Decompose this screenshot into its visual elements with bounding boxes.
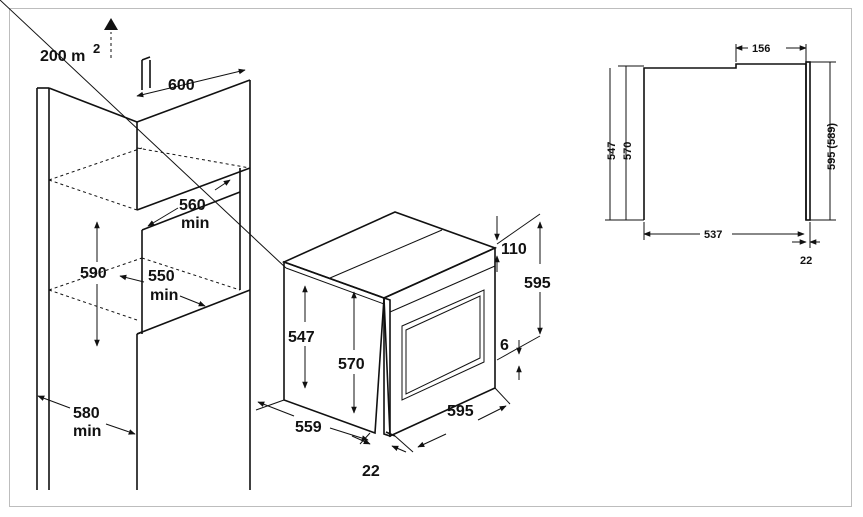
side-front-label: 22 [800,255,812,267]
total-height-label: 595 [524,275,551,292]
oven-h-inner-label: 547 [288,329,315,346]
side-total-label: 595 (589) [826,123,838,170]
oven-width-label: 595 [447,403,474,420]
min-width-sub: min [150,287,178,304]
side-h1-label: 547 [606,142,618,160]
cabinet-min-sub: min [73,423,101,440]
diagram-frame [9,8,852,507]
cabinet-min-label: 580 [73,405,100,422]
oven-depth-label: 559 [295,419,322,436]
cutout-height-label: 590 [80,265,107,282]
front-thick-label: 22 [362,463,380,480]
min-depth-sub: min [181,215,209,232]
side-view [605,44,836,248]
min-width-label: 550 [148,268,175,285]
oven-h-outer-label: 570 [338,356,365,373]
side-depth-label: 537 [704,229,722,241]
bottom-gap-label: 6 [500,337,509,354]
side-top-label: 156 [752,43,770,55]
ventilation-sup: 2 [93,41,100,56]
oven-drawing [0,0,498,438]
ventilation-label: 200 m [40,48,85,65]
cabinet-niche [36,56,251,490]
top-gap-label: 110 [501,241,527,258]
side-h2-label: 570 [622,142,634,160]
ventilation-arrow [104,18,118,58]
min-depth-label: 560 [179,197,206,214]
niche-width-label: 600 [168,77,195,94]
